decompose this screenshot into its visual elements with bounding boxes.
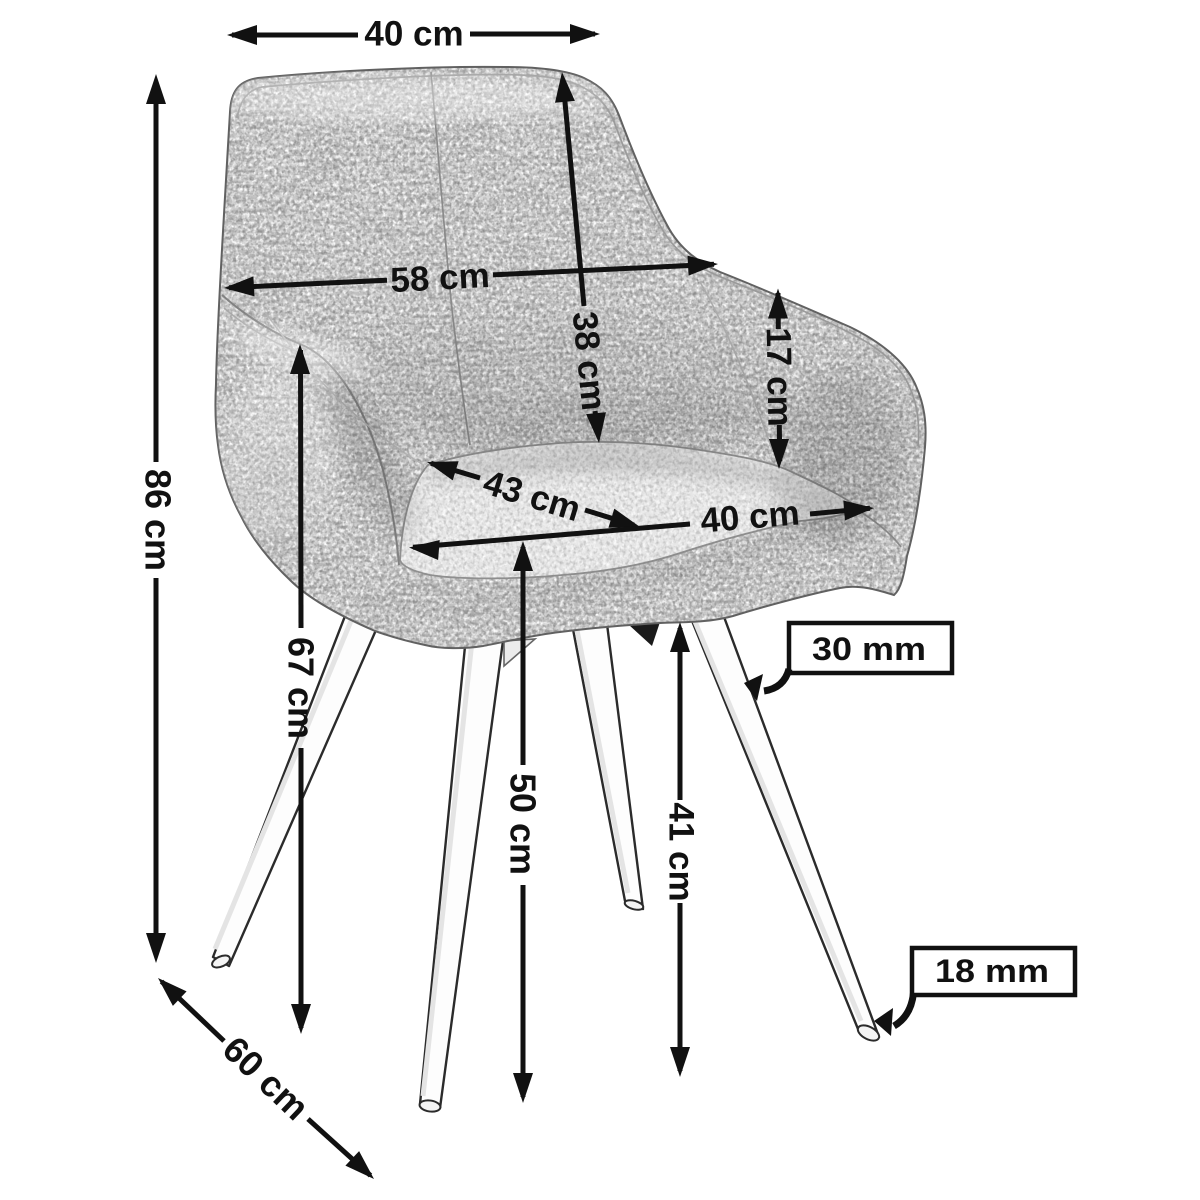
svg-text:41 cm: 41 cm <box>662 802 701 901</box>
svg-text:18 mm: 18 mm <box>935 953 1049 989</box>
svg-text:60 cm: 60 cm <box>215 1028 317 1128</box>
svg-text:58 cm: 58 cm <box>389 256 490 300</box>
svg-text:40 cm: 40 cm <box>364 15 463 54</box>
svg-text:40 cm: 40 cm <box>699 493 801 540</box>
svg-text:30 mm: 30 mm <box>812 631 926 667</box>
svg-text:17 cm: 17 cm <box>759 327 800 427</box>
svg-text:50 cm: 50 cm <box>503 773 544 875</box>
svg-text:67 cm: 67 cm <box>281 637 322 739</box>
svg-text:86 cm: 86 cm <box>138 469 179 571</box>
